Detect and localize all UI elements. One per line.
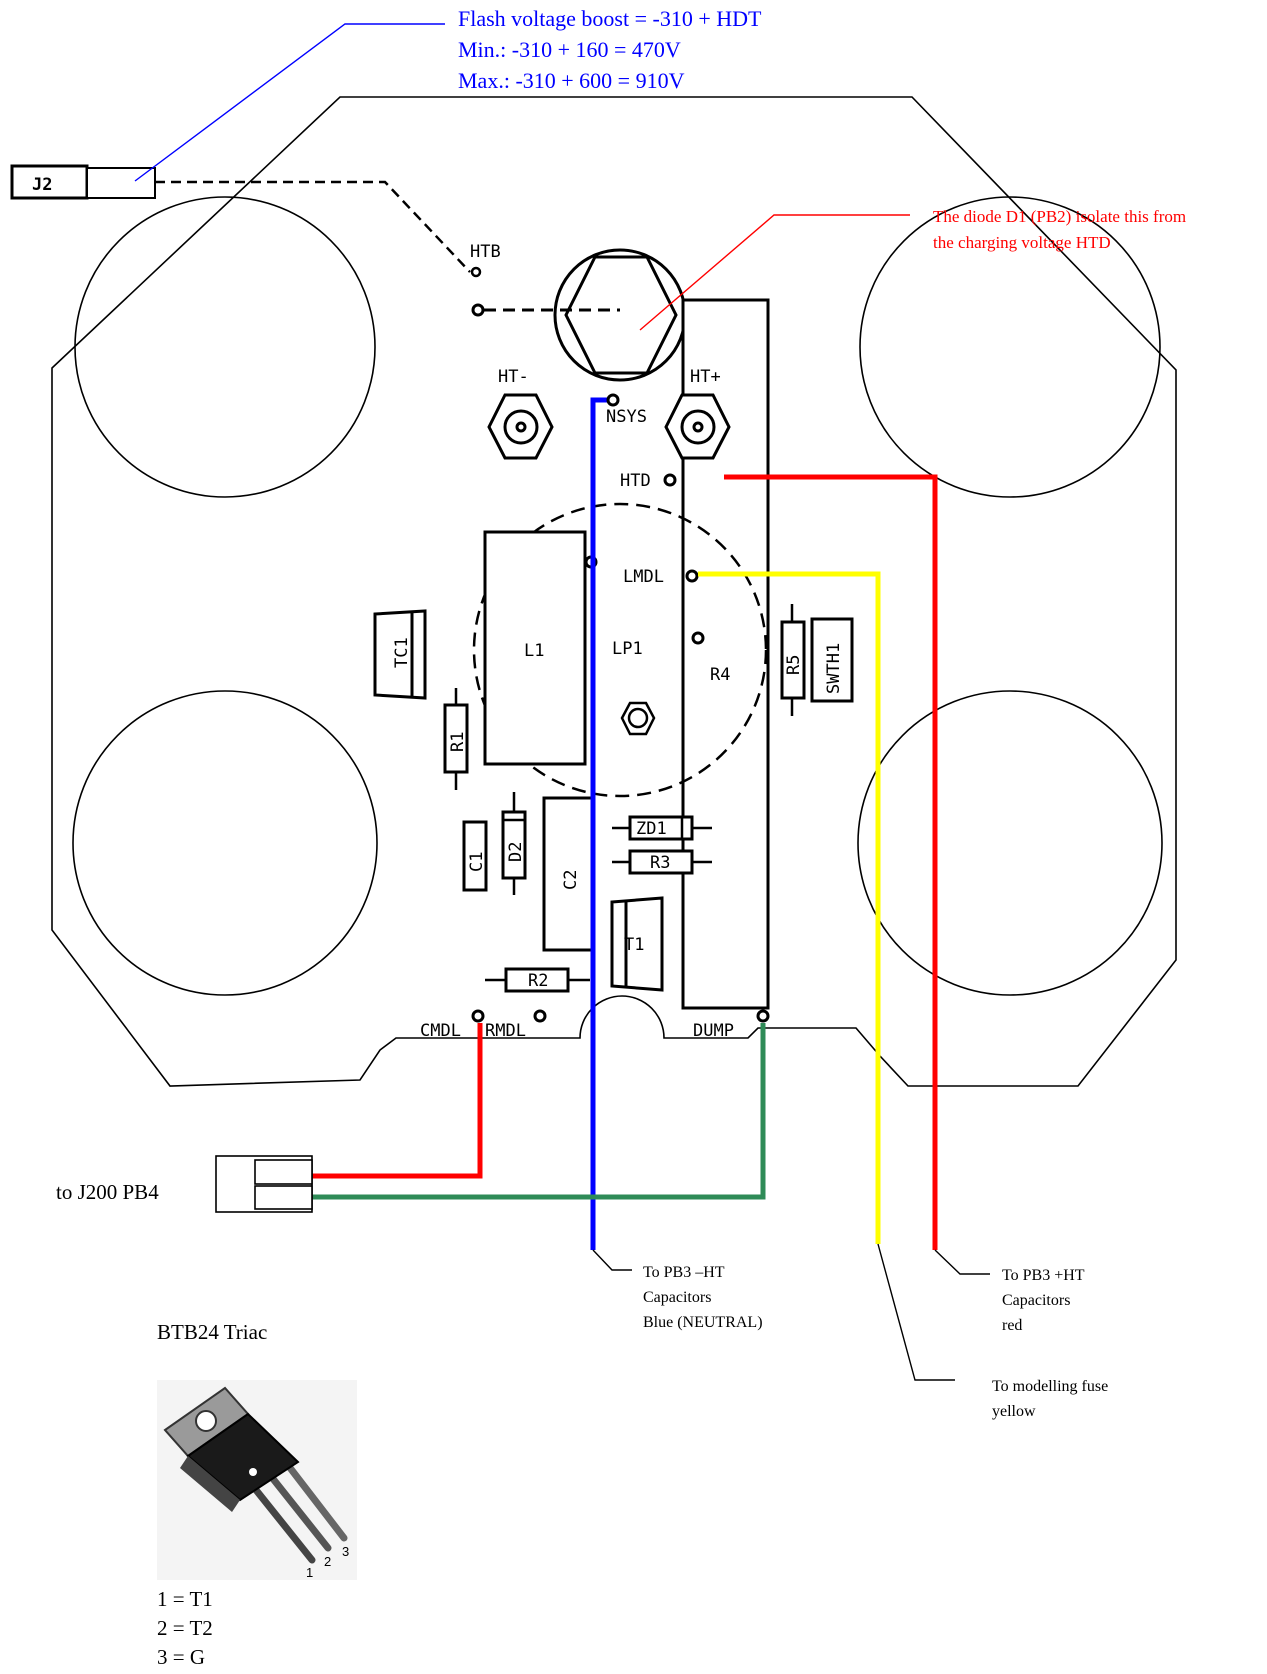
cmdl-pad — [471, 1009, 485, 1023]
ht-minus-terminal: HT- — [487, 367, 554, 460]
c2-capacitor: C2 — [542, 796, 594, 952]
diode-d1-body — [484, 248, 687, 382]
capacitor-hole-bottom-right — [857, 690, 1163, 996]
flash-boost-line1: Flash voltage boost = -310 + HDT — [458, 6, 762, 31]
zd1-diode: ZD1 — [612, 815, 712, 841]
flash-leader — [134, 23, 445, 182]
positive-note-line2: Capacitors — [1002, 1292, 1070, 1309]
neutral-note-line1: To PB3 –HT — [643, 1264, 725, 1281]
r2-resistor: R2 — [485, 967, 590, 993]
diode-leader — [639, 214, 910, 331]
fuse-note-line1: To modelling fuse — [992, 1378, 1108, 1395]
positive-wire — [724, 474, 938, 1250]
modelling-wire — [698, 571, 881, 1244]
cmdl-wire — [312, 1023, 483, 1179]
flash-boost-line3: Max.: -310 + 600 = 910V — [458, 68, 685, 93]
r5-label: R5 — [784, 655, 804, 675]
j2-label: J2 — [32, 175, 52, 195]
tc1-label: TC1 — [392, 637, 412, 668]
htd-pad — [663, 473, 677, 487]
fuse-note: To modelling fuse yellow — [992, 1378, 1108, 1420]
htb-label: HTB — [470, 242, 501, 262]
swth1-component: SWTH1 — [810, 617, 854, 703]
tc1-component: TC1 — [373, 609, 427, 700]
l1-label: L1 — [524, 641, 544, 661]
dump-pad — [756, 1009, 770, 1023]
capacitor-hole-top-right — [859, 196, 1161, 498]
c1-capacitor: C1 — [462, 820, 488, 892]
capacitor-hole-top-left — [74, 196, 376, 498]
ht-plus-terminal: HT+ — [664, 367, 731, 460]
nsys-pad — [606, 393, 620, 407]
pcb-board — [51, 96, 1177, 1087]
inductor-l1: L1 — [483, 530, 587, 766]
aux-pad-2 — [691, 631, 705, 645]
to-j200-note: to J200 PB4 — [56, 1180, 159, 1204]
j2-connector: J2 — [10, 164, 471, 273]
dump-wire — [312, 1023, 766, 1200]
neutral-wire — [590, 397, 612, 1250]
positive-note-line3: red — [1002, 1317, 1022, 1334]
board-outline — [51, 96, 1177, 1087]
htd-label: HTD — [620, 471, 651, 491]
neutral-note: To PB3 –HT Capacitors Blue (NEUTRAL) — [643, 1264, 763, 1331]
triac-title: BTB24 Triac — [157, 1320, 267, 1344]
t1-triac: T1 — [610, 896, 664, 992]
r4-label: R4 — [710, 665, 730, 685]
triac-pin1-legend: 1 = T1 — [157, 1587, 213, 1611]
nsys-label: NSYS — [606, 407, 647, 427]
lmdl-label: LMDL — [623, 567, 664, 587]
diode-note-line1: The diode D1 (PB2) isolate this from — [933, 207, 1186, 226]
neutral-leader — [592, 1249, 632, 1271]
positive-leader — [934, 1249, 990, 1275]
neutral-note-line2: Capacitors — [643, 1289, 711, 1306]
zd1-label: ZD1 — [636, 819, 667, 839]
triac-pin2-legend: 2 = T2 — [157, 1616, 213, 1640]
lp1-label: LP1 — [612, 639, 643, 659]
j200-plug — [215, 1155, 313, 1213]
r1-label: R1 — [448, 732, 468, 752]
d2-diode: D2 — [501, 792, 527, 895]
triac-pin2: 2 — [324, 1554, 331, 1569]
neutral-note-line3: Blue (NEUTRAL) — [643, 1314, 763, 1331]
triac-pin3: 3 — [342, 1544, 349, 1559]
positive-note: To PB3 +HT Capacitors red — [1002, 1267, 1085, 1334]
r3-resistor: R3 — [612, 849, 712, 875]
d2-label: D2 — [506, 842, 526, 862]
diode-note: The diode D1 (PB2) isolate this from the… — [933, 207, 1186, 252]
triac-pin3-legend: 3 = G — [157, 1645, 205, 1669]
r2-label: R2 — [528, 971, 548, 991]
r3-label: R3 — [650, 853, 670, 873]
triac-image: 1 2 3 — [157, 1380, 357, 1580]
capacitor-hole-bottom-left — [72, 690, 378, 996]
r1-resistor: R1 — [443, 688, 469, 790]
cmdl-label: CMDL — [420, 1021, 461, 1041]
dump-label: DUMP — [693, 1021, 734, 1041]
rmdl-label: RMDL — [485, 1021, 526, 1041]
swth1-label: SWTH1 — [824, 643, 844, 694]
ht-minus-label: HT- — [498, 367, 529, 387]
triac-pin1: 1 — [306, 1565, 313, 1580]
lmdl-pad — [685, 569, 699, 583]
flash-boost-line2: Min.: -310 + 160 = 470V — [458, 37, 681, 62]
t1-label: T1 — [624, 935, 644, 955]
positive-note-line1: To PB3 +HT — [1002, 1267, 1085, 1284]
r5-resistor: R5 — [780, 604, 806, 716]
ht-plus-label: HT+ — [690, 367, 721, 387]
c2-label: C2 — [561, 870, 581, 890]
rmdl-pad — [533, 1009, 547, 1023]
c1-label: C1 — [467, 852, 487, 872]
flash-boost-note: Flash voltage boost = -310 + HDT Min.: -… — [458, 6, 762, 93]
diode-note-line2: the charging voltage HTD — [933, 233, 1111, 252]
fuse-note-line2: yellow — [992, 1403, 1036, 1420]
lp1-area: LP1 R4 — [472, 502, 768, 798]
fuse-leader — [877, 1243, 955, 1381]
